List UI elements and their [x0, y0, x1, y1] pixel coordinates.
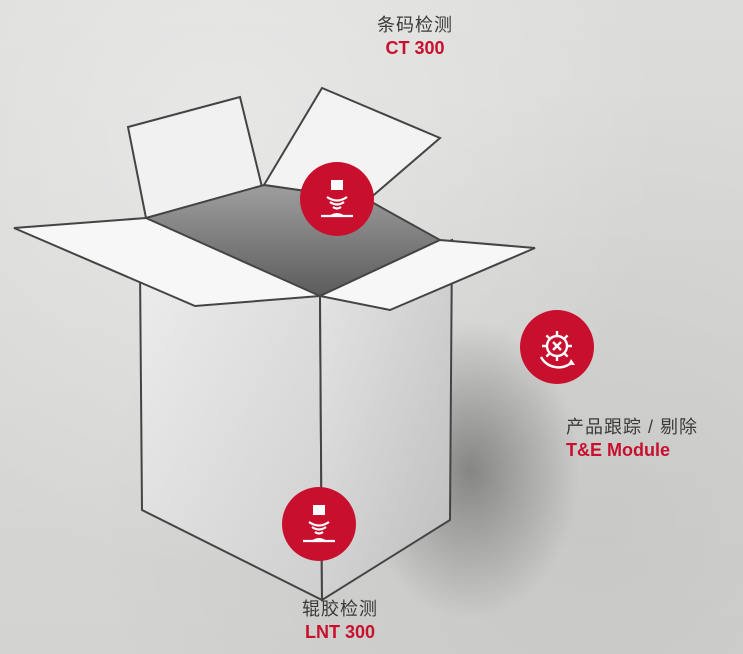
- label-roller-model: LNT 300: [304, 621, 376, 642]
- label-roller-inspection: 辊胶检测 LNT 300: [285, 598, 395, 643]
- label-tracking-cn: 产品跟踪 / 剔除: [566, 417, 699, 437]
- label-barcode-inspection: 条码检测 CT 300: [360, 14, 470, 59]
- front-right-flap: [316, 238, 536, 312]
- sensor-icon: [321, 180, 353, 218]
- roller-sensor-badge: [282, 487, 356, 561]
- label-tracking-model: T&E Module: [566, 439, 670, 460]
- sensor-icon: [303, 505, 335, 543]
- gear-reject-icon: [539, 331, 575, 369]
- label-tracking-reject: 产品跟踪 / 剔除 T&E Module: [566, 416, 736, 461]
- tracking-reject-badge: [520, 310, 594, 384]
- barcode-sensor-badge: [300, 162, 374, 236]
- label-barcode-model: CT 300: [385, 37, 445, 58]
- label-barcode-cn: 条码检测: [377, 15, 453, 35]
- label-roller-cn: 辊胶检测: [302, 599, 378, 619]
